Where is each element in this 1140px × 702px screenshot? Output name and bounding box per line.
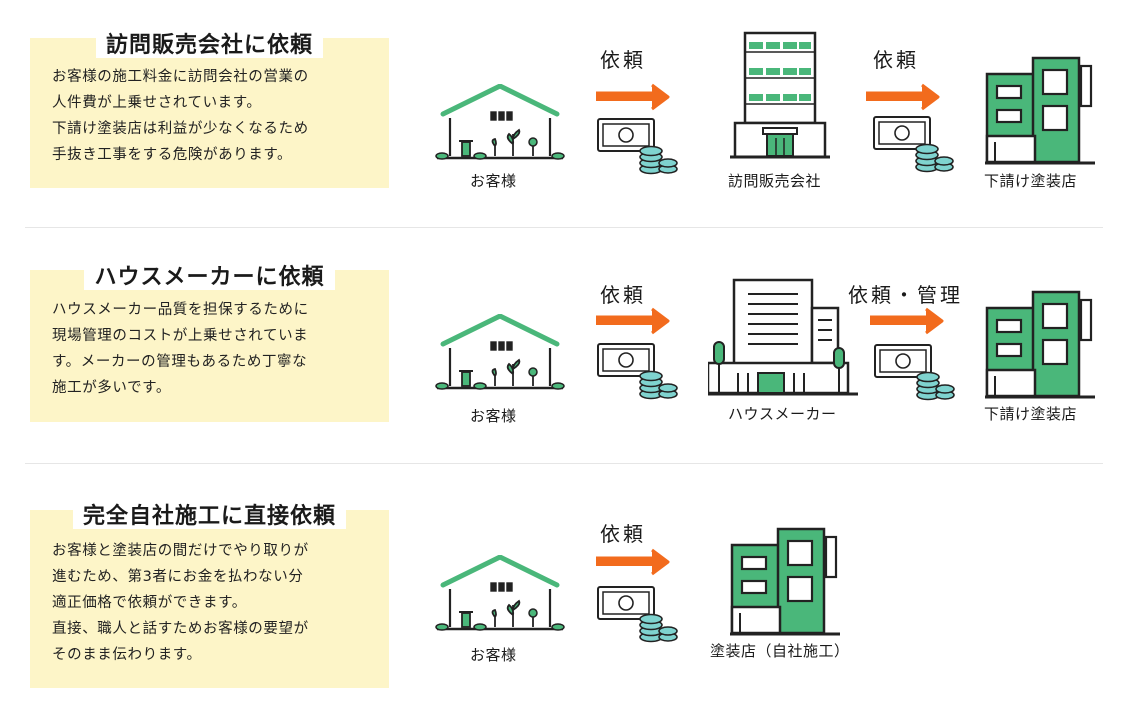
description-line: お客様の施工料金に訪問会社の営業の — [52, 69, 309, 85]
paint-shop-icon — [985, 56, 1095, 166]
note-box — [30, 270, 389, 422]
description-line: 手抜き工事をする危険があります。 — [52, 147, 293, 163]
row-divider — [25, 227, 1103, 228]
description-line: 人件費が上乗せされています。 — [52, 95, 262, 111]
row-heading-text: ハウスメーカーに依頼 — [84, 265, 335, 290]
arrow-right-icon — [596, 547, 670, 577]
description-line: そのまま伝わります。 — [52, 647, 202, 663]
description-line: ハウスメーカー品質を担保するために — [52, 302, 309, 318]
row-description: ハウスメーカー品質を担保するために 現場管理のコストが上乗せされていま す。メー… — [52, 297, 382, 401]
money-coins-icon — [872, 115, 954, 175]
customer-label: お客様 — [470, 407, 517, 425]
note-box — [30, 510, 389, 688]
note-box — [30, 38, 389, 188]
customer-label: お客様 — [470, 172, 517, 190]
arrow-right-icon — [596, 306, 670, 336]
row-heading-text: 完全自社施工に直接依頼 — [72, 504, 346, 529]
customer-label: お客様 — [470, 646, 517, 664]
end-label: 下請け塗装店 — [984, 172, 1078, 190]
middle-label: 訪問販売会社 — [728, 172, 822, 190]
description-line: す。メーカーの管理もあるため丁寧な — [52, 354, 308, 370]
arrow-label: 依頼・管理 — [848, 283, 963, 307]
row-description: お客様と塗装店の間だけでやり取りが 進むため、第3者にお金を払わない分 適正価格… — [52, 538, 382, 668]
row-heading-text: 訪問販売会社に依頼 — [95, 33, 323, 58]
arrow-right-icon — [866, 82, 940, 112]
money-coins-icon — [596, 117, 678, 177]
description-line: 進むため、第3者にお金を払わない分 — [52, 569, 304, 585]
row-divider — [25, 463, 1103, 464]
end-label: 下請け塗装店 — [984, 405, 1078, 423]
house-icon — [435, 555, 565, 635]
description-line: 直接、職人と話すためお客様の要望が — [52, 621, 309, 637]
arrow-label: 依頼 — [600, 522, 646, 546]
row-heading: 完全自社施工に直接依頼 — [30, 498, 389, 530]
description-line: 現場管理のコストが上乗せされていま — [52, 328, 309, 344]
end-label: 塗装店（自社施工） — [710, 642, 850, 660]
money-coins-icon — [596, 585, 678, 645]
paint-shop-icon — [985, 290, 1095, 400]
row-description: お客様の施工料金に訪問会社の営業の 人件費が上乗せされています。 下請け塗装店は… — [52, 64, 382, 168]
house-icon — [435, 314, 565, 394]
money-coins-icon — [873, 343, 955, 403]
arrow-label: 依頼 — [873, 48, 919, 72]
description-line: 下請け塗装店は利益が少なくなるため — [52, 121, 309, 137]
description-line: 施工が多いです。 — [52, 380, 171, 396]
middle-label: ハウスメーカー — [728, 405, 837, 423]
description-line: 適正価格で依頼ができます。 — [52, 595, 247, 611]
office-building-icon — [730, 30, 830, 160]
row-heading: ハウスメーカーに依頼 — [30, 259, 389, 291]
description-line: お客様と塗装店の間だけでやり取りが — [52, 543, 309, 559]
arrow-right-icon — [596, 82, 670, 112]
arrow-right-icon — [870, 306, 944, 336]
money-coins-icon — [596, 342, 678, 402]
arrow-label: 依頼 — [600, 283, 646, 307]
house-maker-building-icon — [708, 278, 858, 398]
row-heading: 訪問販売会社に依頼 — [30, 27, 389, 59]
arrow-label: 依頼 — [600, 48, 646, 72]
house-icon — [435, 84, 565, 164]
paint-shop-icon — [730, 527, 840, 637]
